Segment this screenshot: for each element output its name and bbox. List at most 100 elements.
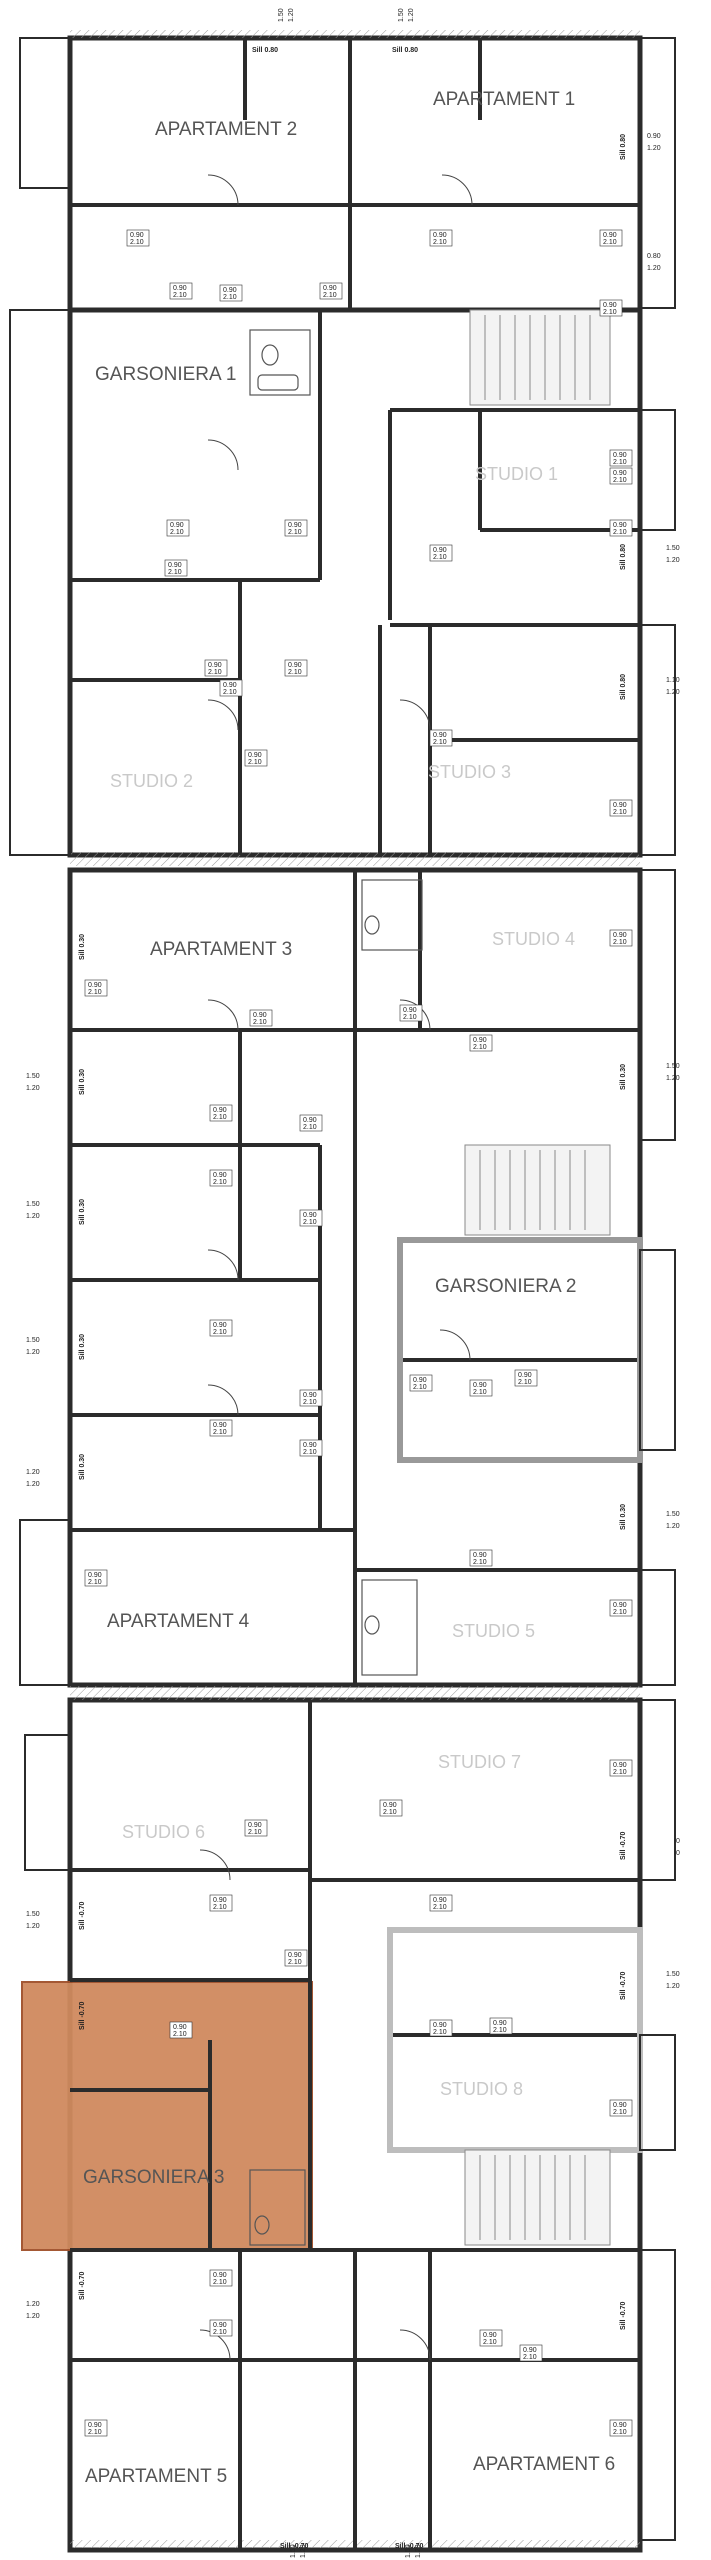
sill-label: Sill -0.70	[280, 2543, 309, 2550]
door-tag	[169, 282, 193, 300]
door-tag-width: 0.90	[303, 1442, 317, 1449]
door-tag-height: 2.10	[213, 2279, 227, 2286]
room-label-studio-7: STUDIO 7	[438, 1752, 521, 1772]
room-label-studio-6: STUDIO 6	[122, 1822, 205, 1842]
door-tag	[209, 2269, 233, 2287]
sill-label: Sill 0.30	[620, 1504, 627, 1530]
door-tag	[429, 2019, 453, 2037]
door-tag-height: 2.10	[473, 1559, 487, 1566]
room-label-apartament-6: APARTAMENT 6	[473, 2454, 615, 2475]
door-tag	[519, 2344, 543, 2362]
room-label-studio-1: STUDIO 1	[475, 464, 558, 484]
door-tag-height: 2.10	[288, 669, 302, 676]
door-tag-height: 2.10	[603, 239, 617, 246]
door-tag-height: 2.10	[323, 292, 337, 299]
door-tag	[284, 519, 308, 537]
svg-text:1.20: 1.20	[408, 8, 415, 22]
door-tag-height: 2.10	[253, 1019, 267, 1026]
sill-label: Sill 0.30	[620, 1064, 627, 1090]
door-tag	[284, 1949, 308, 1967]
door-tag	[299, 1389, 323, 1407]
door-tag	[469, 1034, 493, 1052]
door-tag-height: 2.10	[213, 1904, 227, 1911]
stair-2	[464, 1144, 611, 1236]
door-tag-height: 2.10	[223, 294, 237, 301]
door-tag-width: 0.90	[170, 522, 184, 529]
door-tag-height: 2.10	[383, 1809, 397, 1816]
door-tag-width: 0.90	[613, 2422, 627, 2429]
studio-8-outline	[387, 1927, 643, 2153]
stair-3	[464, 2149, 611, 2246]
door-tag-height: 2.10	[613, 939, 627, 946]
sill-label: Sill -0.70	[79, 2001, 86, 2030]
door-tag-height: 2.10	[613, 529, 627, 536]
sill-label: Sill 0.80	[252, 47, 278, 54]
door-tag-height: 2.10	[613, 477, 627, 484]
sill-label: Sill 0.80	[392, 47, 418, 54]
svg-text:1.50: 1.50	[666, 545, 680, 552]
door-tag-width: 0.90	[603, 232, 617, 239]
room-label-garsoniera-3[interactable]: GARSONIERA 3	[83, 2167, 225, 2188]
door-tag-width: 0.90	[213, 1322, 227, 1329]
sill-label: Sill 0.30	[79, 1199, 86, 1225]
sill-label: Sill 0.30	[79, 934, 86, 960]
door-tag-height: 2.10	[213, 1114, 227, 1121]
door-tag	[479, 2329, 503, 2347]
sill-label: Sill 0.80	[620, 134, 627, 160]
sill-label: Sill -0.70	[620, 2301, 627, 2330]
door-tag-height: 2.10	[523, 2354, 537, 2361]
door-tag-height: 2.10	[303, 1124, 317, 1131]
sill-label: Sill -0.70	[620, 1831, 627, 1860]
door-tag	[609, 799, 633, 817]
room-label-studio-5: STUDIO 5	[452, 1621, 535, 1641]
door-tag-width: 0.90	[483, 2332, 497, 2339]
stair-1	[469, 309, 611, 406]
svg-text:1.20: 1.20	[666, 1523, 680, 1530]
door-tag	[609, 2099, 633, 2117]
door-tag-height: 2.10	[303, 1449, 317, 1456]
door-tag-height: 2.10	[170, 529, 184, 536]
svg-text:1.50: 1.50	[26, 1911, 40, 1918]
door-tag-width: 0.90	[213, 1172, 227, 1179]
door-tag-width: 0.90	[173, 285, 187, 292]
door-tag-height: 2.10	[413, 1384, 427, 1391]
sill-label: Sill 0.30	[79, 1334, 86, 1360]
door-tag-width: 0.90	[473, 1037, 487, 1044]
svg-text:0.80: 0.80	[647, 253, 661, 260]
door-tag	[429, 544, 453, 562]
door-tag-width: 0.90	[613, 470, 627, 477]
door-tag	[299, 1209, 323, 1227]
door-tag-height: 2.10	[213, 1329, 227, 1336]
door-tag-height: 2.10	[213, 2329, 227, 2336]
door-tag	[84, 979, 108, 997]
door-tag	[609, 929, 633, 947]
door-tag-height: 2.10	[613, 1609, 627, 1616]
door-tag-height: 2.10	[88, 2429, 102, 2436]
svg-text:0: 0	[676, 1838, 680, 1845]
door-tag-height: 2.10	[303, 1219, 317, 1226]
svg-text:0.90: 0.90	[647, 133, 661, 140]
door-tag-width: 0.90	[303, 1392, 317, 1399]
garsoniera-3-highlight[interactable]	[21, 1981, 313, 2251]
door-tag-width: 0.90	[303, 1117, 317, 1124]
room-label-studio-3: STUDIO 3	[428, 762, 511, 782]
svg-text:1.20: 1.20	[288, 8, 295, 22]
door-tag-width: 0.90	[168, 562, 182, 569]
door-tag	[609, 1759, 633, 1777]
door-tag	[209, 1104, 233, 1122]
door-tag	[209, 2319, 233, 2337]
svg-text:1.50: 1.50	[26, 1337, 40, 1344]
room-label-apartament-2: APARTAMENT 2	[155, 119, 297, 140]
svg-text:1.20: 1.20	[26, 1469, 40, 1476]
door-tag-width: 0.90	[613, 452, 627, 459]
door-tag	[469, 1379, 493, 1397]
door-tag-width: 0.90	[383, 1802, 397, 1809]
svg-text:1.50: 1.50	[405, 2544, 412, 2558]
door-tag-height: 2.10	[88, 989, 102, 996]
svg-text:1.20: 1.20	[647, 145, 661, 152]
door-tag	[609, 519, 633, 537]
door-tag-width: 0.90	[130, 232, 144, 239]
door-tag	[429, 229, 453, 247]
door-tag-height: 2.10	[248, 759, 262, 766]
svg-text:1.50: 1.50	[278, 8, 285, 22]
